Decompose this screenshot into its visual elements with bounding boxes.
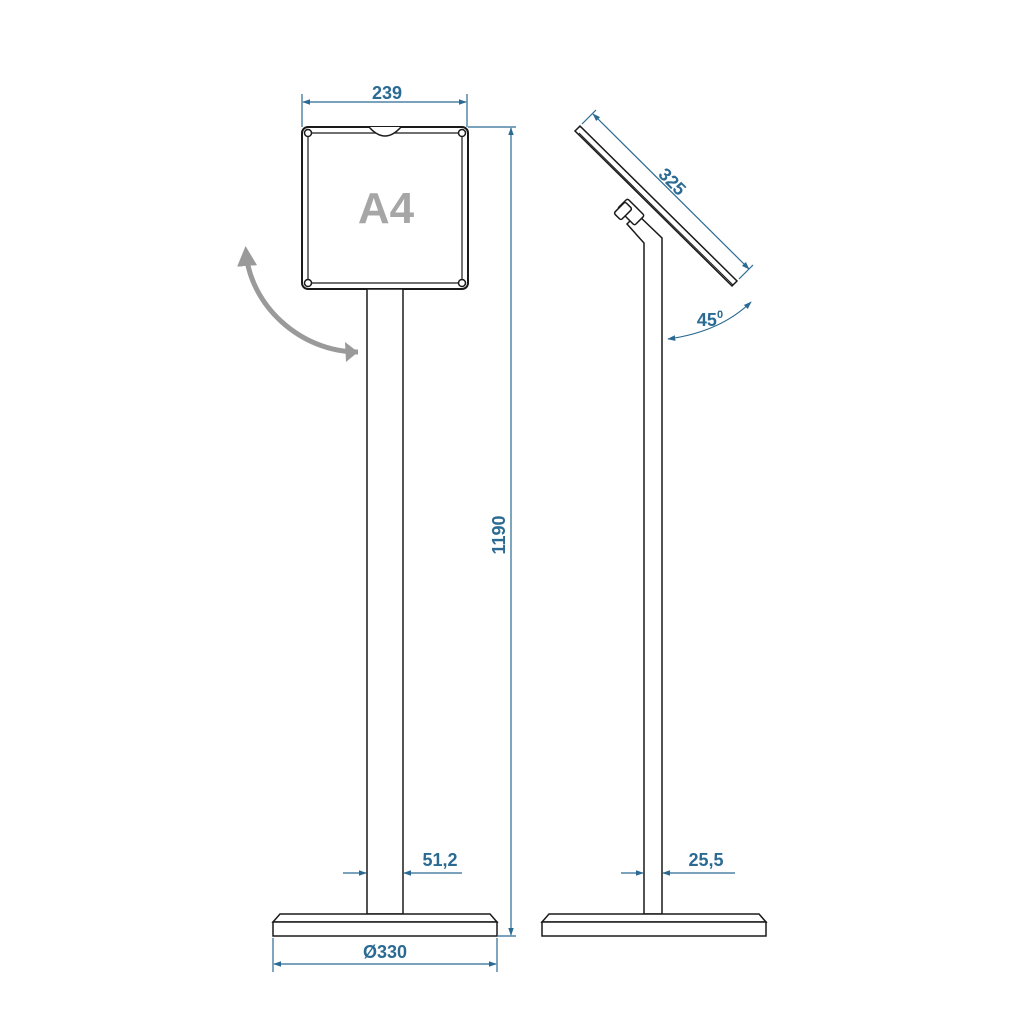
frame-width-label: 239 (372, 83, 402, 103)
curved-rotation-arrow-icon (237, 246, 359, 355)
dimension-base-diameter: Ø330 (272, 938, 498, 972)
sign-label: A4 (358, 184, 415, 233)
front-pole (366, 288, 404, 915)
pole-width-label: 51,2 (422, 850, 457, 870)
side-view: 325 450 25,5 (540, 109, 768, 937)
tilt-angle-degree: 0 (717, 309, 723, 321)
front-base (271, 913, 499, 937)
frame-length-label: 325 (655, 164, 690, 199)
dimension-frame-width: 239 (301, 83, 468, 127)
side-base (540, 913, 768, 937)
base-diameter-label: Ø330 (363, 942, 407, 962)
dimension-pole-depth: 25,5 (621, 850, 735, 876)
dimension-frame-length: 325 (581, 109, 754, 280)
tilt-angle-label: 45 (697, 310, 717, 330)
total-height-label: 1190 (489, 515, 509, 554)
dimension-total-height: 1190 (468, 126, 516, 937)
pole-depth-label: 25,5 (688, 850, 723, 870)
side-pole (625, 212, 663, 915)
dimension-pole-width: 51,2 (343, 850, 462, 876)
svg-text:450: 450 (697, 309, 723, 330)
front-view: A4 239 1190 51,2 (237, 83, 516, 972)
dimension-tilt-angle: 450 (667, 301, 752, 341)
sign-frame: A4 (301, 126, 469, 290)
